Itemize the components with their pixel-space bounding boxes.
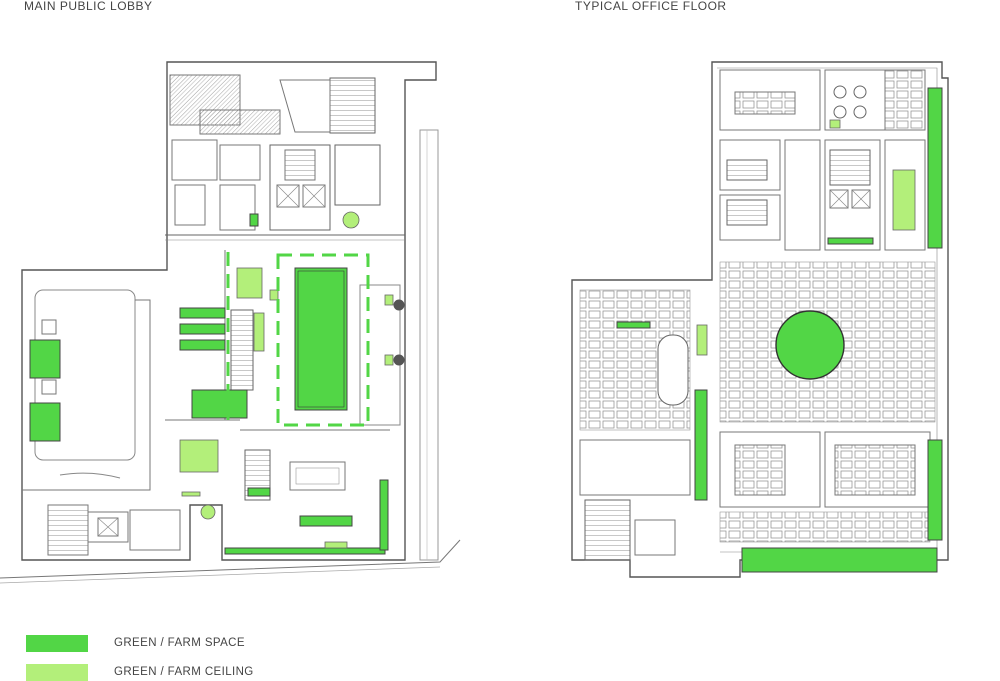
farm-space-swatch xyxy=(26,634,88,652)
farm-ceiling-swatch xyxy=(26,663,88,681)
office-farm-ceilings xyxy=(696,119,916,356)
legend-item-farm-space: GREEN / FARM SPACE xyxy=(26,634,245,652)
office-farm-spaces xyxy=(616,87,943,573)
lobby-plan-title: MAIN PUBLIC LOBBY xyxy=(24,0,153,13)
lobby-plan xyxy=(0,61,461,584)
floor-plans-diagram xyxy=(0,61,949,584)
office-plan xyxy=(571,61,949,578)
lobby-farm-ceilings xyxy=(179,211,394,549)
office-plan-title: TYPICAL OFFICE FLOOR xyxy=(575,0,727,13)
legend-label-farm-ceiling: GREEN / FARM CEILING xyxy=(114,666,254,678)
lobby-dashed-green-border xyxy=(226,252,370,427)
legend-item-farm-ceiling: GREEN / FARM CEILING xyxy=(26,663,254,681)
lobby-farm-spaces xyxy=(29,213,389,555)
legend-label-farm-space: GREEN / FARM SPACE xyxy=(114,637,245,649)
